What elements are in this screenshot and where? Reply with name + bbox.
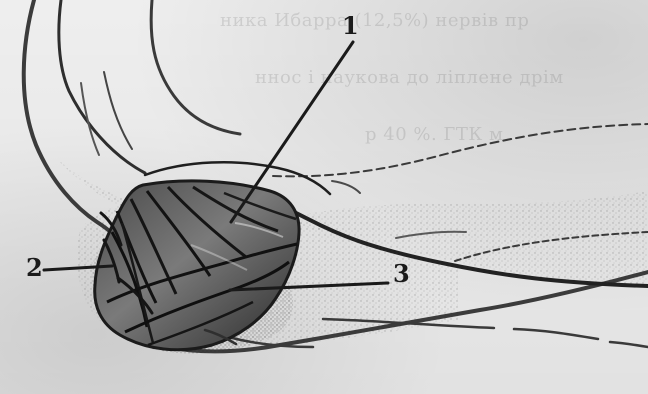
label-3: 3 [393,262,410,286]
label-2: 2 [26,256,43,280]
label-1-pointer [231,42,353,222]
label-1: 1 [342,14,359,38]
